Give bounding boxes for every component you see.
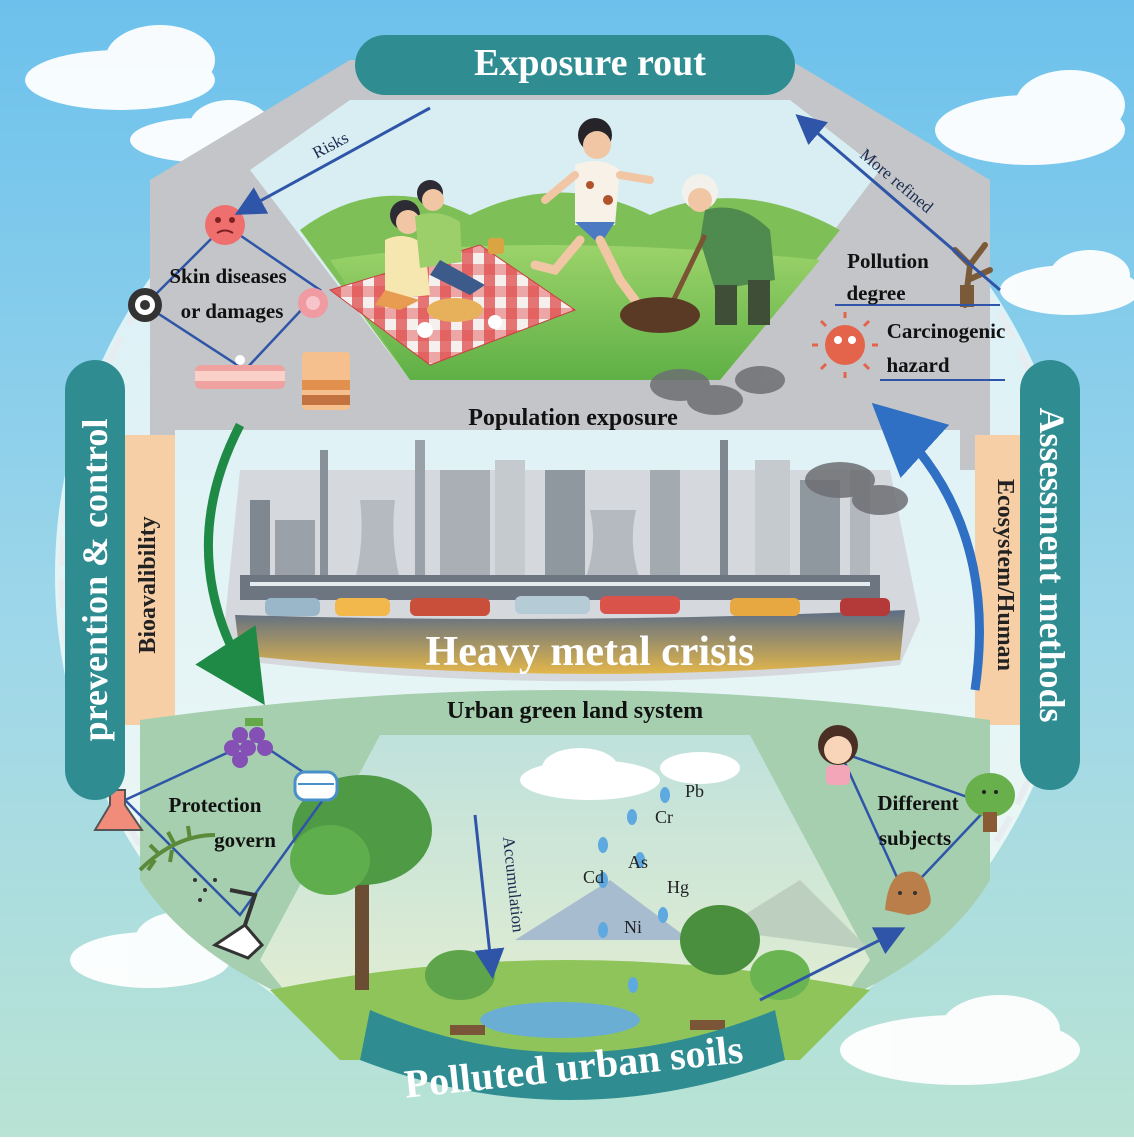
cars [265,596,890,616]
dark-virus-icon [128,288,162,322]
bacteria-icon [812,312,878,378]
soils-banner [360,1010,785,1100]
virus-icon [205,205,245,245]
protection-label-line2: govern [214,828,276,852]
assessment-curve-arrow [871,402,984,691]
population-exposure-label: Population exposure [468,405,678,431]
skin-label-line2: or damages [181,299,284,323]
green-land-label: Urban green land system [447,698,703,724]
water-drops [598,787,670,993]
pollution-label-line1: Pollution [847,249,929,273]
subjects-label-line2: subjects [879,826,951,850]
exposure-banner [355,35,795,95]
accumulation-arrow [473,814,505,979]
metal-as: As [628,852,648,872]
metal-cr: Cr [655,807,673,827]
skin-section-icon [302,352,350,410]
ecosystem-human-label: Ecosystem/Human [992,479,1018,671]
rain-cloud [520,748,740,800]
grape-icon [224,718,273,768]
soils-arrow [759,927,906,1002]
metal-hg: Hg [667,877,689,897]
assessment-banner [1020,360,1080,790]
skin-label-line1: Skin diseases [169,264,286,288]
risks-arrow [234,106,431,215]
prevention-banner [65,360,125,800]
fern-icon [138,825,216,872]
pollution-label-line2: degree [846,281,905,305]
prevention-banner-text: prevention & control [75,419,115,742]
pink-virus-icon [298,288,328,318]
crisis-title: Heavy metal crisis [426,629,755,675]
girl-icon [818,725,858,785]
flask-icon [93,789,144,831]
skin-layer-icon [195,355,285,389]
soil-icon [885,871,931,915]
protection-label-line1: Protection [169,793,262,817]
background-clouds [25,25,1134,1085]
carcinogenic-label-line2: hazard [887,353,950,377]
bioavailability-label: Bioavalibility [135,516,161,653]
subjects-triangle [838,750,993,898]
mask-icon [293,770,339,802]
metal-cd: Cd [583,867,604,887]
exposure-banner-text: Exposure rout [474,42,706,84]
refined-arrow [795,114,1001,292]
metal-ni: Ni [624,917,642,937]
carcinogenic-label-line1: Carcinogenic [887,319,1006,343]
metal-pb: Pb [685,781,704,801]
subjects-label-line1: Different [877,791,958,815]
shower-icon [193,878,265,960]
picnic-scene [250,100,880,380]
smiling-tree-icon [965,773,1015,832]
assessment-banner-text: Assessment methods [1032,408,1072,723]
smoke [650,366,908,515]
prevention-curve-arrow [195,422,265,706]
